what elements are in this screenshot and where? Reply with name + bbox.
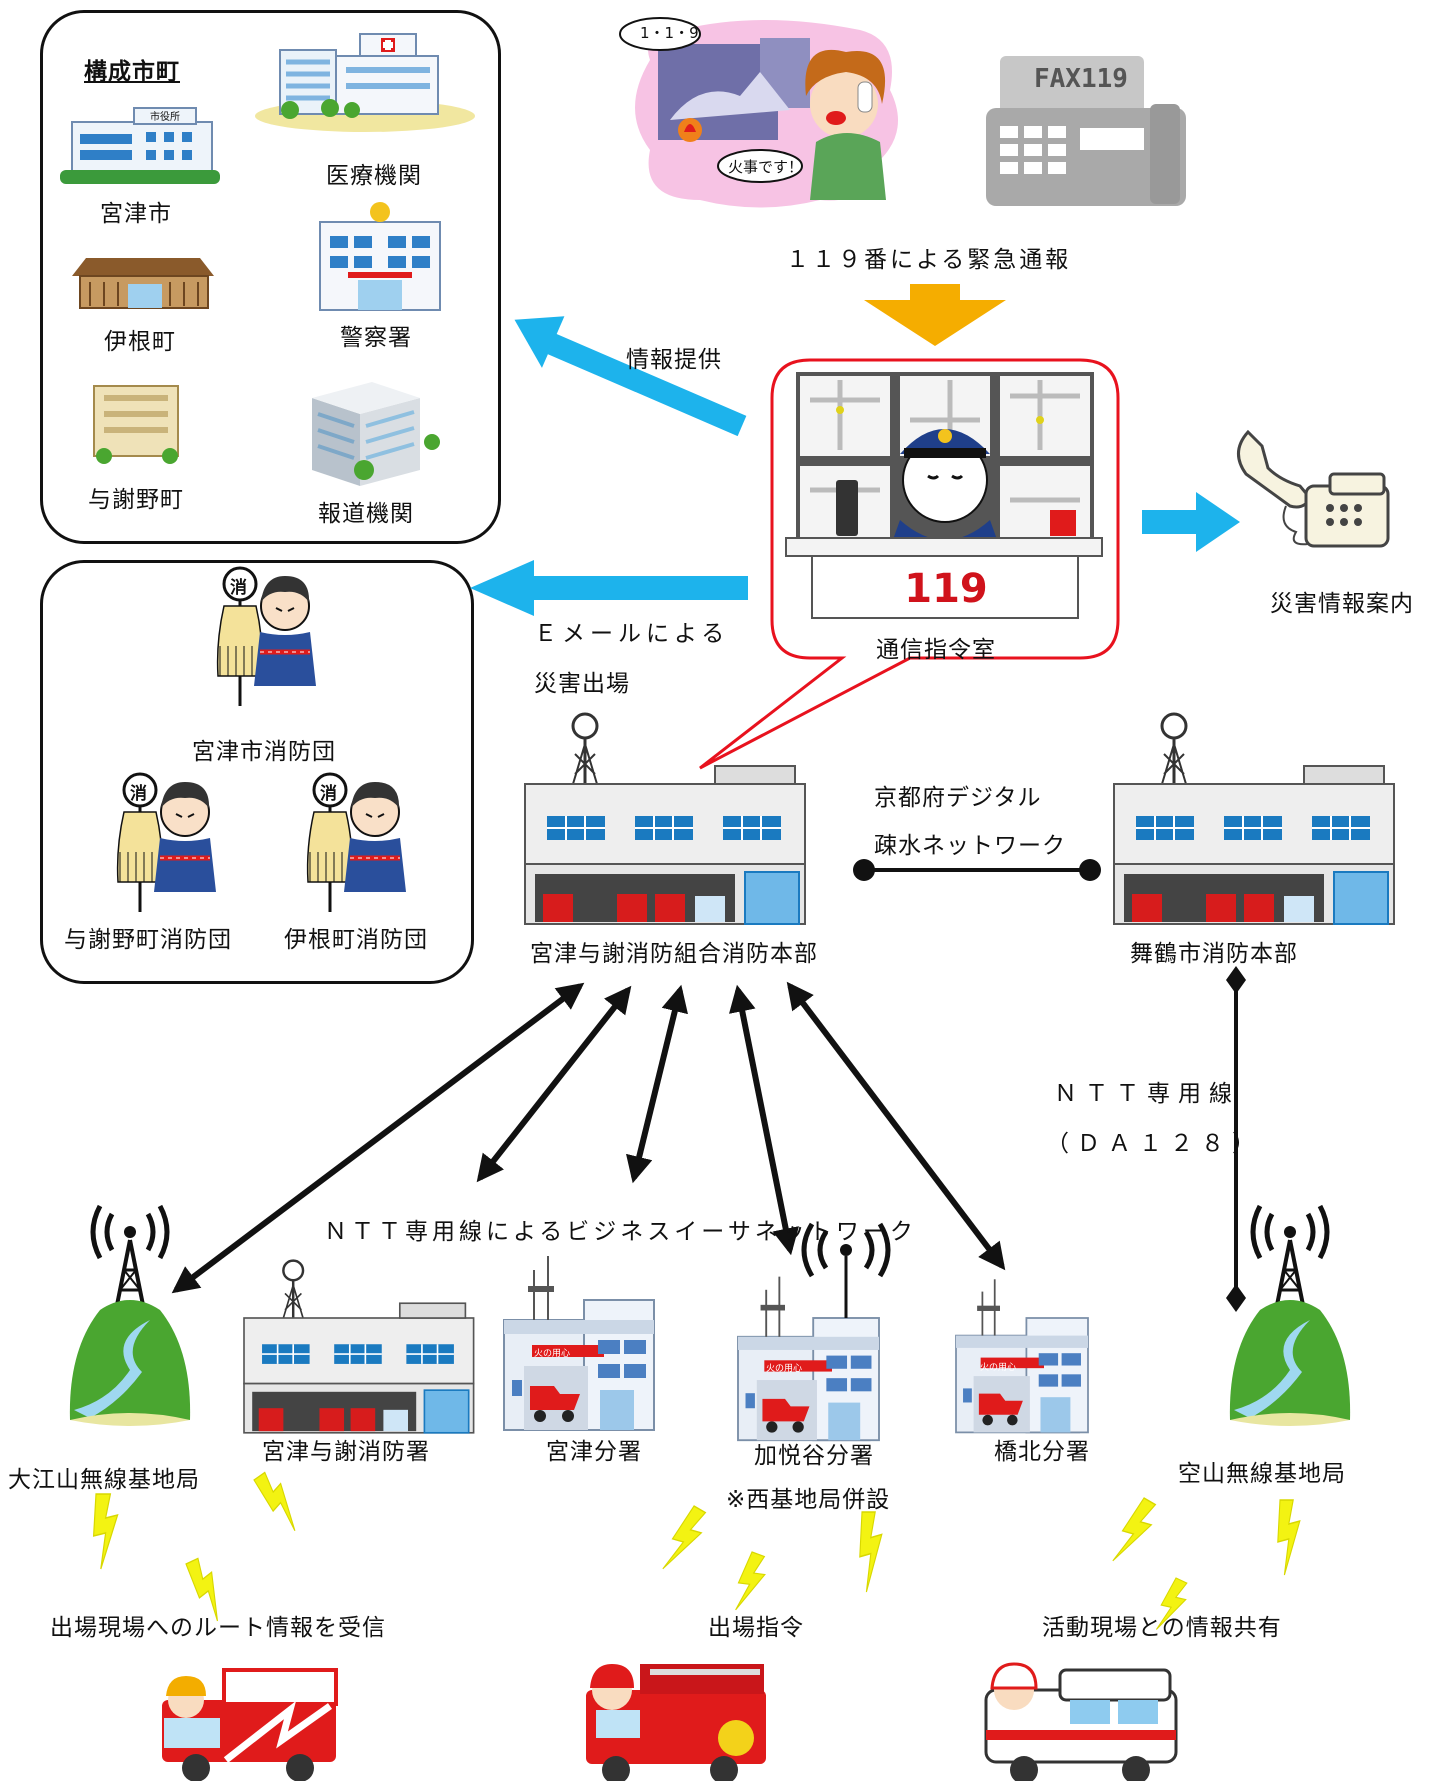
label-sorayama: 空山無線基地局: [1178, 1461, 1346, 1487]
police-station-icon: [319, 202, 441, 311]
dispatch-center-illustration: [785, 372, 1103, 619]
label-yosano-town: 与謝野町: [88, 487, 184, 513]
station-sign-kaya: 火の用心: [766, 1364, 803, 1374]
call-bubble-text: 1・1・9: [640, 24, 699, 42]
kyoto-network-line1: 京都府デジタル: [874, 785, 1042, 811]
fax-label: FAX119: [1034, 64, 1128, 94]
label-kaya-note: ※西基地局併設: [726, 1487, 891, 1513]
kyoto-network-line2: 疎水ネットワーク: [874, 833, 1066, 859]
dispatch-center-label: 通信指令室: [876, 637, 996, 663]
ambulance-icon: [984, 1662, 1178, 1781]
label-fire-corps-miyazu: 宮津市消防団: [192, 739, 336, 765]
sorayama-radio-tower-icon: [1230, 1206, 1350, 1426]
press-building-icon: [312, 382, 440, 486]
label-police: 警察署: [340, 325, 412, 351]
radio-share-label: 活動現場との情報共有: [1042, 1615, 1282, 1641]
label-fire-corps-yosano: 与謝野町消防団: [64, 927, 232, 953]
city-hall-icon: [60, 107, 220, 184]
fire-corps-helmet-mark-1: 消: [230, 578, 247, 598]
emergency-down-arrow: [864, 284, 1006, 346]
emergency-call-caption: １１９番による緊急通報: [786, 247, 1072, 273]
fire-corps-helmet-mark-3: 消: [320, 784, 337, 804]
station-sign-miyazu: 火の用心: [534, 1349, 571, 1359]
email-label-line2: 災害出場: [534, 671, 630, 697]
label-miyazu-branch: 宮津分署: [546, 1439, 642, 1465]
miyazu-hq-building-icon: [523, 712, 807, 926]
email-label-line1: Ｅメールによる: [534, 621, 730, 647]
miyazu-branch-icon: [503, 1255, 655, 1431]
info-provide-arrow: [514, 316, 747, 437]
label-medical: 医療機関: [326, 163, 422, 189]
emergency-caller-illustration: [619, 17, 898, 208]
station-sign-hashikita: 火の用心: [980, 1363, 1017, 1373]
label-oeyama: 大江山無線基地局: [8, 1467, 200, 1493]
email-dispatch-arrow: [470, 560, 748, 616]
business-network-label: ＮＴＴ専用線によるビジネスイーサネットワーク: [324, 1219, 917, 1245]
label-kaya-branch: 加悦谷分署: [754, 1443, 874, 1469]
label-miyazu-city: 宮津市: [100, 201, 172, 227]
disaster-info-arrow: [1142, 492, 1240, 552]
label-press: 報道機関: [318, 501, 414, 527]
yosano-town-hall-icon: [93, 385, 179, 464]
hospital-icon: [255, 33, 475, 132]
fax-machine-icon: [986, 56, 1186, 206]
label-hashikita-branch: 橋北分署: [994, 1439, 1090, 1465]
radio-dispatch-label: 出場指令: [708, 1615, 804, 1641]
label-fire-corps-ine: 伊根町消防団: [284, 927, 428, 953]
maizuru-hq-building-icon: [1112, 712, 1396, 926]
dispatch-desk-sign: 119: [904, 566, 988, 612]
business-network-links: [171, 981, 1006, 1294]
disaster-info-label: 災害情報案内: [1270, 591, 1414, 617]
info-provide-label: 情報提供: [626, 347, 722, 373]
radio-route-label: 出場現場へのルート情報を受信: [50, 1615, 386, 1641]
fire-engine-icon: [586, 1664, 766, 1781]
call-speech-text: 火事です！: [728, 158, 804, 176]
ntt-dedicated-line2: （ＤＡ１２８）: [1046, 1131, 1263, 1157]
command-vehicle-icon: [162, 1668, 338, 1781]
kaya-branch-icon: [737, 1275, 880, 1442]
hq-maizuru-label: 舞鶴市消防本部: [1130, 941, 1298, 967]
oeyama-radio-tower-icon: [70, 1206, 190, 1426]
kaya-radio-waves-icon: [801, 1222, 891, 1318]
label-ine-town: 伊根町: [104, 329, 176, 355]
miyazu-yosa-station-icon: [242, 1259, 475, 1435]
fire-corps-helmet-mark-2: 消: [130, 784, 147, 804]
ine-town-hall-icon: [72, 258, 214, 309]
hq-main-label: 宮津与謝消防組合消防本部: [530, 941, 818, 967]
label-miyazu-yosa-station: 宮津与謝消防署: [262, 1439, 430, 1465]
ntt-dedicated-line1: ＮＴＴ専用線: [1054, 1081, 1240, 1107]
telephone-icon: [1237, 429, 1390, 548]
hashikita-branch-icon: [955, 1278, 1089, 1434]
municipality-heading: 構成市町: [84, 59, 180, 85]
city-hall-sign: 市役所: [150, 112, 180, 123]
